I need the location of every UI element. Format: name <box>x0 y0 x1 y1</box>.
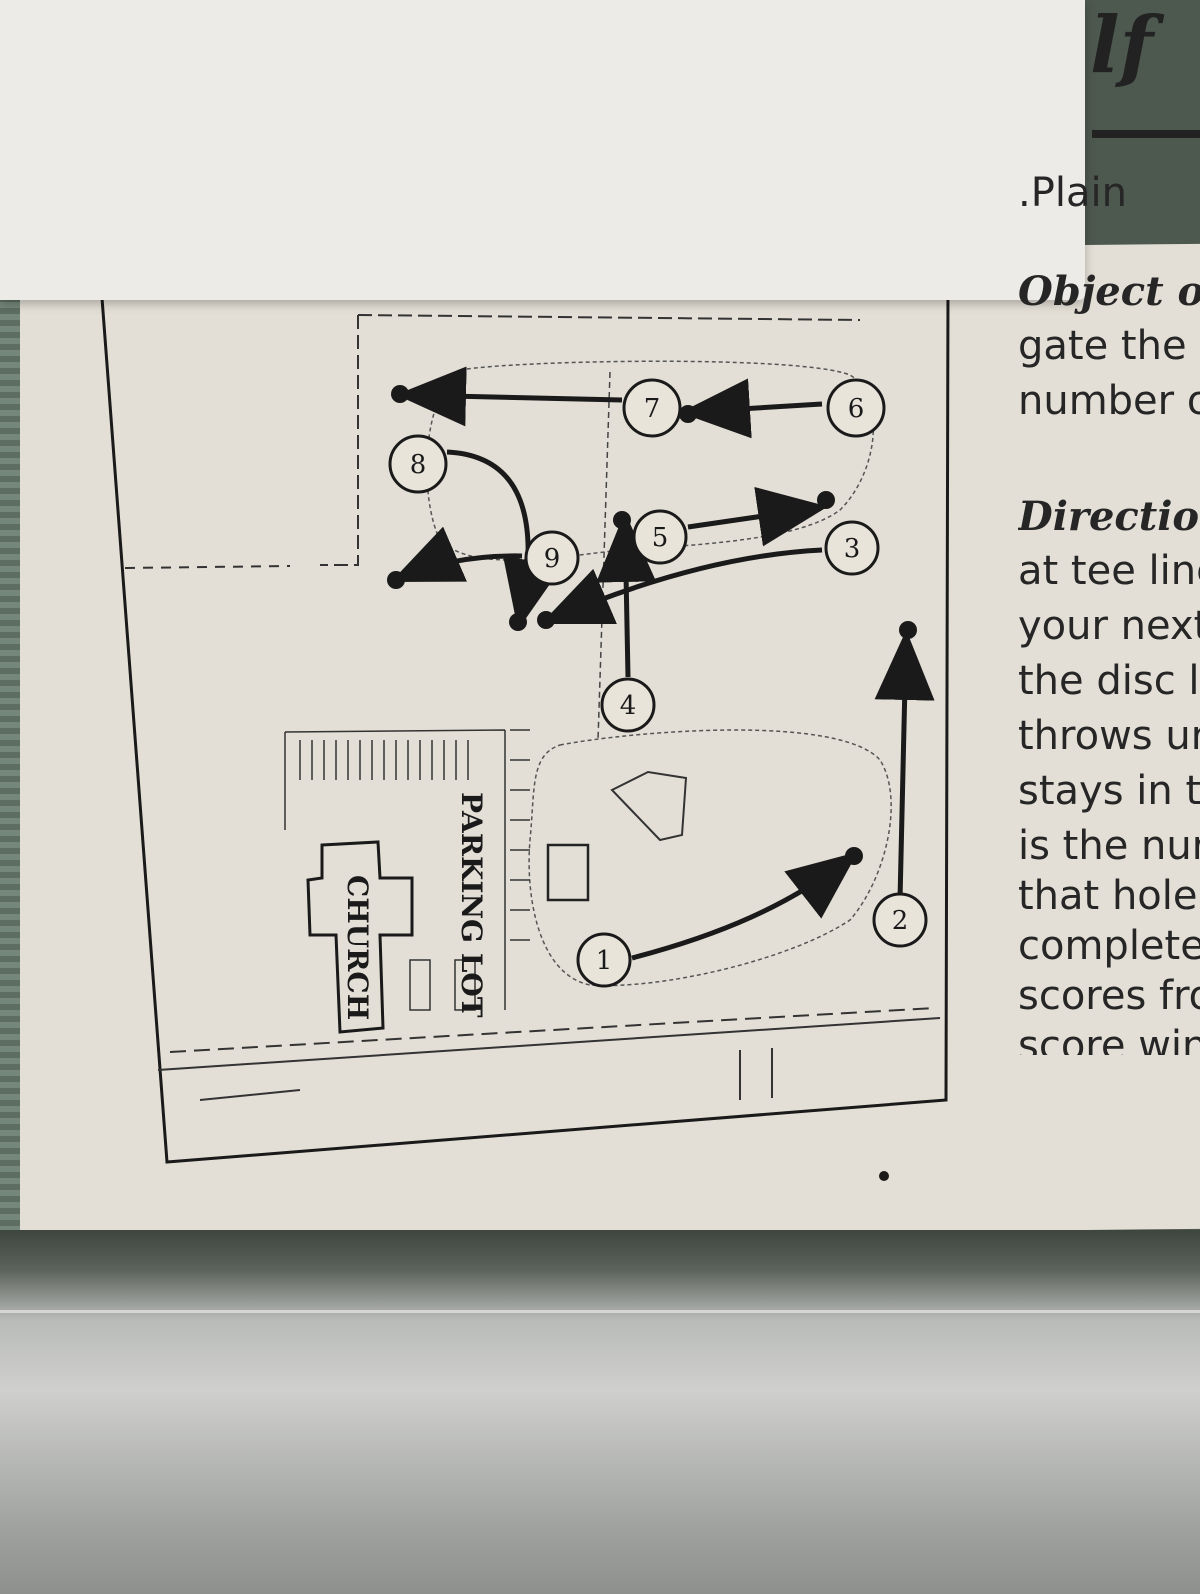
tee-5 <box>632 509 688 565</box>
property-line <box>357 314 861 321</box>
path-hole-4 <box>596 512 657 678</box>
instructions-text: .Plain Object of gate the c number o Dir… <box>1018 155 1200 1055</box>
tee-4 <box>600 677 656 733</box>
lower-pond <box>528 729 892 987</box>
overlapping-paper-sheet <box>0 0 1085 300</box>
title-rule <box>1092 130 1200 138</box>
tee-8 <box>388 434 448 494</box>
text-line: scores fror <box>1018 973 1200 1019</box>
text-line: gate the c <box>1018 323 1200 369</box>
display-case-ledge <box>0 1230 1200 1594</box>
path-hole-6 <box>680 378 823 439</box>
tee-number: 1 <box>596 946 613 976</box>
tee-1 <box>576 932 632 988</box>
text-line: score wins <box>1018 1023 1200 1055</box>
tee-number: 7 <box>644 394 661 424</box>
tee-number: 6 <box>848 394 865 424</box>
map-frame <box>100 284 950 1164</box>
basket-dot <box>613 511 631 529</box>
tee-7 <box>622 378 682 438</box>
path-hole-8 <box>446 449 562 630</box>
title-fragment: lf <box>1090 0 1154 91</box>
text-line: complete a <box>1018 923 1200 969</box>
path-hole-1 <box>631 851 858 961</box>
text-line: that hole. <box>1018 873 1200 919</box>
basket-dot <box>817 491 835 509</box>
basket-dot <box>537 611 555 629</box>
island-shape <box>610 770 688 842</box>
church-building <box>306 840 414 1034</box>
staple-hole <box>879 1171 889 1181</box>
section-heading: Object of <box>1018 268 1200 315</box>
path-hole-3 <box>540 547 823 624</box>
parking-stalls <box>284 729 530 1011</box>
text-line: the disc la <box>1018 658 1200 704</box>
basket-dot <box>509 613 527 631</box>
parking-lot-label: PARKING LOT <box>455 792 488 1018</box>
tee-number: 3 <box>844 534 861 564</box>
text-line: stays in t <box>1018 768 1200 814</box>
tee-number: 2 <box>892 906 909 936</box>
basket-dot <box>391 385 409 403</box>
text-line: .Plain <box>1018 170 1127 216</box>
church-label: CHURCH <box>341 875 374 1020</box>
ledge-highlight <box>0 1310 1200 1313</box>
tee-number: 9 <box>544 544 561 574</box>
baskets <box>387 385 917 865</box>
path-hole-7 <box>396 366 623 427</box>
tee-markers <box>388 378 928 988</box>
text-line: throws ur <box>1018 713 1200 759</box>
shelter-building <box>546 843 590 902</box>
text-line: is the nur <box>1018 823 1200 869</box>
text-line: number o <box>1018 378 1200 424</box>
tee-number: 8 <box>410 450 427 480</box>
basket-dot <box>387 571 405 589</box>
basket-dot <box>679 405 697 423</box>
property-line <box>320 315 359 566</box>
tee-6 <box>826 378 886 438</box>
basket-dot <box>845 847 863 865</box>
tee-2 <box>872 892 928 948</box>
tee-number: 5 <box>652 523 669 553</box>
flight-paths <box>390 366 935 961</box>
tee-3 <box>824 520 880 576</box>
path-line <box>597 371 611 741</box>
text-line: at tee line <box>1018 548 1200 594</box>
path-hole-5 <box>687 486 828 547</box>
roads <box>157 1007 941 1101</box>
path-hole-2 <box>874 630 935 901</box>
tee-number: 4 <box>620 691 637 721</box>
upper-pond <box>426 360 875 561</box>
property-line <box>124 565 291 569</box>
tee-9 <box>524 530 580 586</box>
text-line: your next <box>1018 603 1200 649</box>
section-heading: Direction <box>1018 493 1200 540</box>
basket-dot <box>899 621 917 639</box>
path-hole-9 <box>390 526 523 582</box>
